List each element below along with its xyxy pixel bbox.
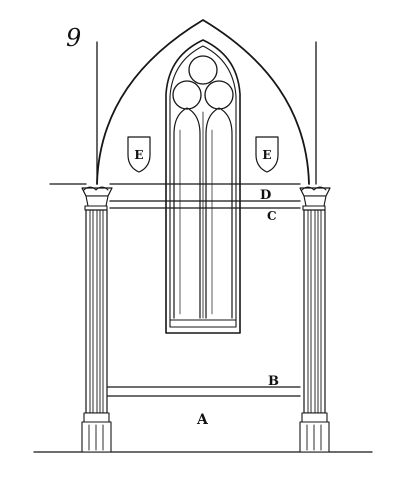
right-column (299, 186, 331, 453)
window-frame-inner (169, 45, 237, 328)
label-c: C (267, 209, 277, 223)
label-a: A (196, 412, 209, 428)
shield-right-label: E (262, 148, 271, 162)
label-d: D (260, 188, 271, 203)
window-frame-outer (165, 39, 241, 334)
shield-left (127, 136, 151, 173)
left-column (81, 186, 113, 453)
label-b: B (268, 374, 279, 389)
figure-number: 9 (66, 24, 81, 52)
shield-right (255, 136, 279, 173)
shield-left-label: E (134, 148, 143, 162)
tracery-circle-right (204, 80, 234, 110)
lancet-left (173, 107, 201, 319)
tracery-circle-top (188, 55, 218, 85)
pointed-arch (96, 19, 310, 185)
tracery-circle-left (172, 80, 202, 110)
lancet-right (205, 107, 233, 319)
